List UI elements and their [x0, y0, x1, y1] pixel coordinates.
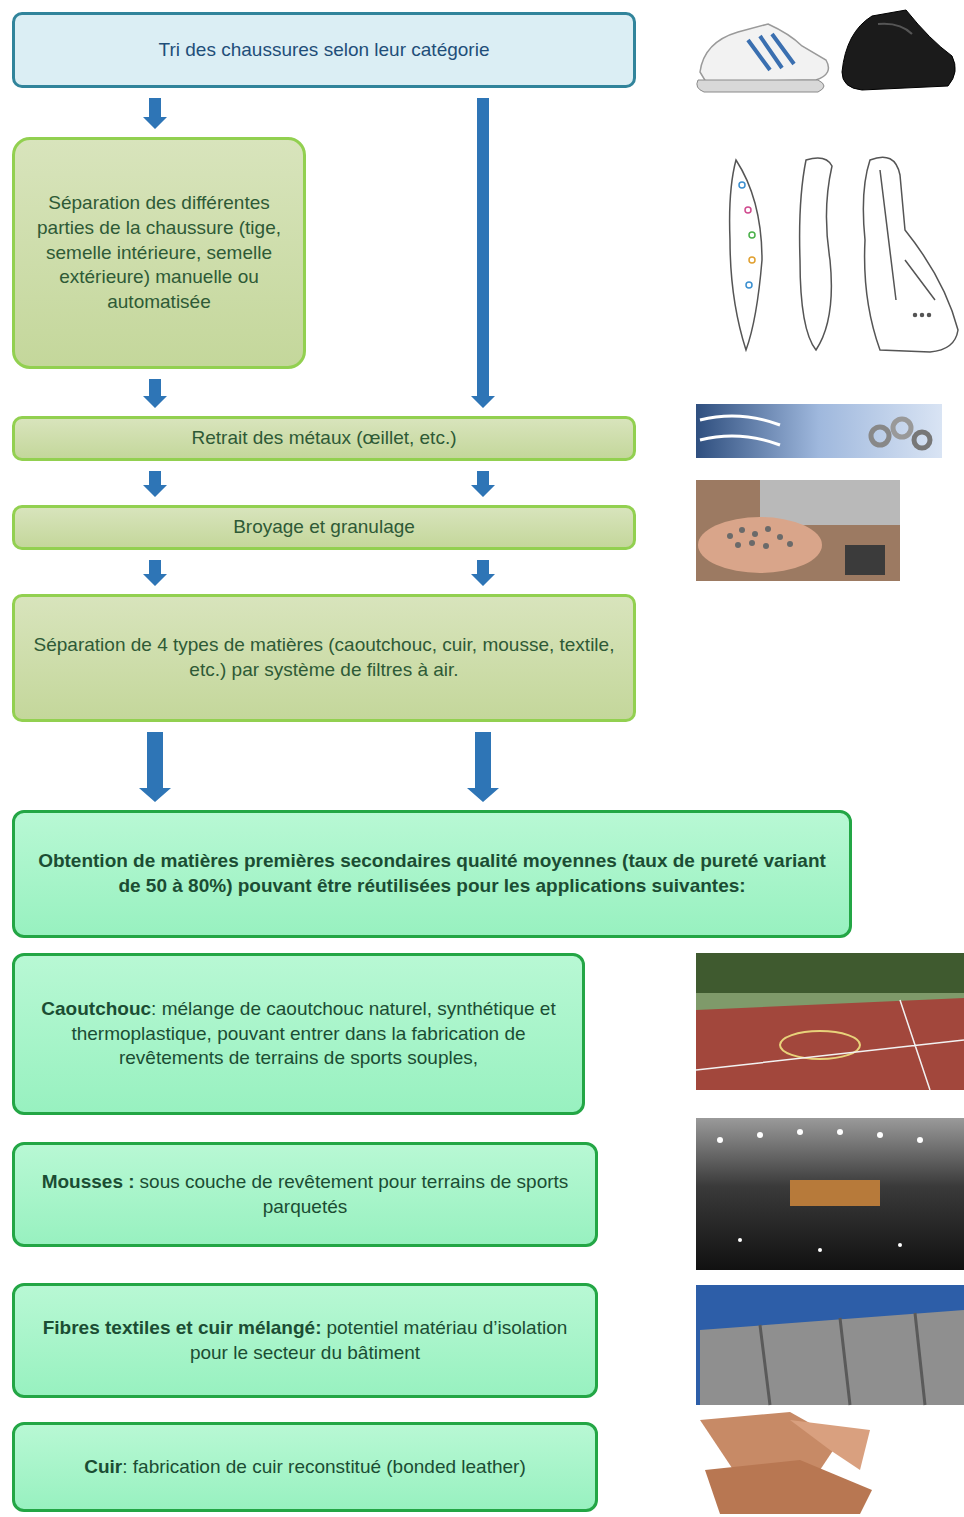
flow-arrow	[471, 560, 495, 586]
box-heading: Cuir	[84, 1456, 122, 1477]
text-wrap: Séparation des différentes parties de la…	[29, 191, 289, 314]
application-box: Fibres textiles et cuir mélangé:potentie…	[12, 1283, 598, 1398]
flow-arrow	[143, 471, 167, 497]
sports-hall-photo	[696, 1118, 964, 1270]
insulation-photo	[696, 1285, 964, 1405]
granules-photo	[696, 480, 900, 581]
application-box: Cuir: fabrication de cuir reconstitué (b…	[12, 1422, 598, 1512]
application-box: Caoutchouc: mélange de caoutchouc nature…	[12, 953, 585, 1115]
box-text: : fabrication de cuir reconstitué (bonde…	[122, 1456, 525, 1477]
text-wrap: Cuir: fabrication de cuir reconstitué (b…	[29, 1455, 581, 1480]
text-wrap: Broyage et granulage	[29, 515, 619, 540]
flow-arrow	[143, 560, 167, 586]
box-text: Séparation de 4 types de matières (caout…	[34, 634, 615, 680]
flow-arrow	[471, 471, 495, 497]
box-text: Broyage et granulage	[233, 516, 415, 537]
text-wrap: Caoutchouc: mélange de caoutchouc nature…	[29, 997, 568, 1071]
sports-court-photo	[696, 953, 964, 1090]
box-text: Retrait des métaux (œillet, etc.)	[191, 427, 456, 448]
flow-arrow	[143, 98, 167, 129]
text-wrap: Retrait des métaux (œillet, etc.)	[29, 426, 619, 451]
box-heading: Caoutchouc	[41, 998, 151, 1019]
process-box: Retrait des métaux (œillet, etc.)	[12, 416, 636, 461]
text-wrap: Séparation de 4 types de matières (caout…	[29, 633, 619, 682]
process-box: Tri des chaussures selon leur catégorie	[12, 12, 636, 88]
process-box: Séparation des différentes parties de la…	[12, 137, 306, 369]
box-text: Obtention de matières premières secondai…	[38, 850, 826, 896]
shoe-parts-sketch	[720, 150, 964, 356]
text-wrap: Obtention de matières premières secondai…	[29, 849, 835, 898]
box-heading: Fibres textiles et cuir mélangé:	[43, 1317, 322, 1338]
leather-photo	[700, 1412, 872, 1514]
shoes-photo	[697, 10, 955, 92]
box-text: Séparation des différentes parties de la…	[37, 192, 281, 312]
text-wrap: Mousses :sous couche de revêtement pour …	[29, 1170, 581, 1219]
result-box: Obtention de matières premières secondai…	[12, 810, 852, 938]
eyelets-photo	[696, 404, 942, 458]
application-box: Mousses :sous couche de revêtement pour …	[12, 1142, 598, 1247]
box-text: sous couche de revêtement pour terrains …	[140, 1171, 569, 1217]
box-text: Tri des chaussures selon leur catégorie	[159, 39, 490, 60]
flow-arrow	[139, 732, 171, 802]
process-box: Broyage et granulage	[12, 505, 636, 550]
flow-arrow	[467, 732, 499, 802]
flow-arrow	[143, 379, 167, 408]
process-box: Séparation de 4 types de matières (caout…	[12, 594, 636, 722]
flow-arrow	[471, 98, 495, 408]
text-wrap: Tri des chaussures selon leur catégorie	[29, 38, 619, 63]
text-wrap: Fibres textiles et cuir mélangé:potentie…	[29, 1316, 581, 1365]
box-heading: Mousses :	[42, 1171, 135, 1192]
